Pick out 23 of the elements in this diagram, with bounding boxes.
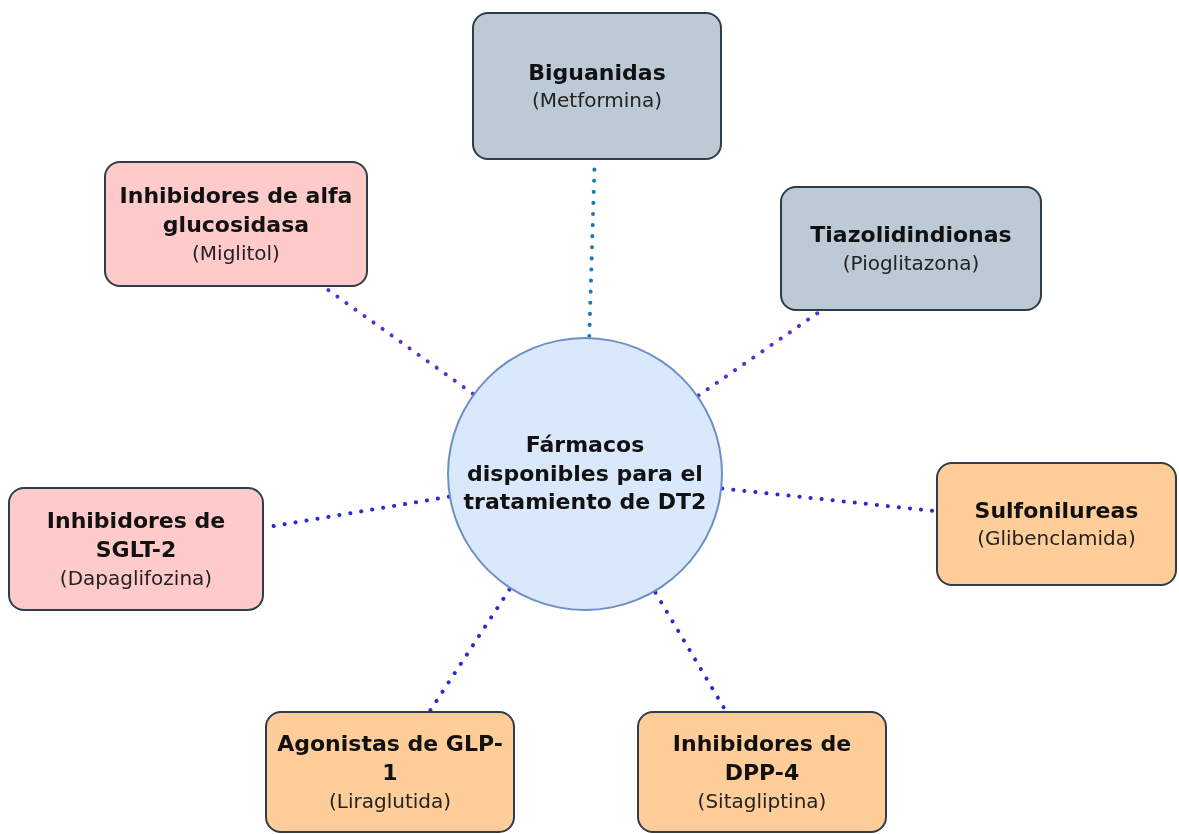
center-title: Fármacos disponibles para el tratamiento de DT2 [462, 431, 708, 517]
category-box [936, 462, 1177, 586]
category-title: Inhibidores de alfa glucosidasa [118, 182, 354, 239]
category-box [472, 12, 722, 160]
category-title: Biguanidas [528, 58, 666, 87]
category-box [8, 487, 264, 611]
category-box [104, 161, 368, 287]
category-box [637, 711, 887, 833]
dotted-connector [427, 587, 512, 713]
category-box [265, 711, 515, 833]
drug-example: (Metformina) [531, 87, 663, 114]
drug-example: (Sitagliptina) [697, 787, 827, 814]
drug-example: (Liraglutida) [328, 787, 452, 814]
category-box [780, 186, 1042, 311]
category-title: Sulfonilureas [974, 496, 1139, 525]
category-title: Inhibidores de SGLT-2 [45, 507, 227, 564]
category-title: Inhibidores de DPP-4 [671, 730, 853, 787]
drug-example: (Dapaglifozina) [59, 564, 213, 591]
drug-example: (Glibenclamida) [977, 525, 1136, 552]
drug-example: (Pioglitazona) [842, 249, 980, 276]
category-title: Tiazolidindionas [810, 221, 1012, 250]
drug-example: (Miglitol) [192, 239, 280, 266]
category-title: Agonistas de GLP-1 [276, 730, 504, 787]
